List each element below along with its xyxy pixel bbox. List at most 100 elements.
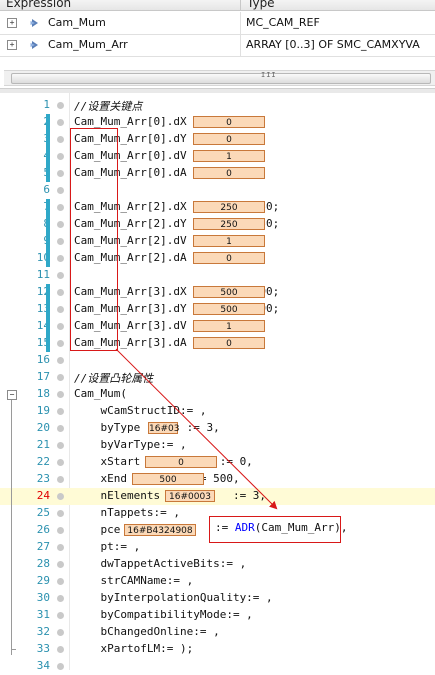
breakpoint-marker-icon[interactable] bbox=[57, 527, 64, 534]
breakpoint-marker-icon[interactable] bbox=[57, 646, 64, 653]
expand-icon[interactable]: + bbox=[7, 40, 17, 50]
breakpoint-marker-icon[interactable] bbox=[57, 238, 64, 245]
breakpoint-marker-icon[interactable] bbox=[57, 136, 64, 143]
breakpoint-marker-icon[interactable] bbox=[57, 425, 64, 432]
breakpoint-marker-icon[interactable] bbox=[57, 289, 64, 296]
online-value-overlay[interactable]: 0 bbox=[193, 133, 265, 145]
breakpoint-marker-icon[interactable] bbox=[57, 442, 64, 449]
breakpoint-marker-icon[interactable] bbox=[57, 102, 64, 109]
online-value-overlay[interactable]: 16#03 bbox=[148, 422, 180, 434]
breakpoint-marker-icon[interactable] bbox=[57, 221, 64, 228]
online-value-overlay[interactable]: 250 bbox=[193, 218, 265, 230]
code-editor[interactable]: 1//设置关键点2Cam_Mum_Arr[0].dX :=0;03Cam_Mum… bbox=[0, 93, 435, 672]
code-line[interactable]: 25 nTappets:= , bbox=[0, 505, 435, 522]
breakpoint-marker-icon[interactable] bbox=[57, 476, 64, 483]
breakpoint-marker-icon[interactable] bbox=[57, 119, 64, 126]
breakpoint-marker-icon[interactable] bbox=[57, 578, 64, 585]
breakpoint-marker-icon[interactable] bbox=[57, 170, 64, 177]
code-line[interactable]: 7Cam_Mum_Arr[2].dX :=250;250 bbox=[0, 199, 435, 216]
code-line[interactable]: 23 xEnd := 500,500 bbox=[0, 471, 435, 488]
code-line[interactable]: 21 byVarType:= , bbox=[0, 437, 435, 454]
line-number: 32 bbox=[36, 625, 50, 638]
online-value-overlay[interactable]: 0 bbox=[193, 337, 265, 349]
breakpoint-marker-icon[interactable] bbox=[57, 204, 64, 211]
breakpoint-marker-icon[interactable] bbox=[57, 255, 64, 262]
code-line[interactable]: 32 bChangedOnline:= , bbox=[0, 624, 435, 641]
type-column-header[interactable]: Type bbox=[247, 0, 275, 10]
breakpoint-marker-icon[interactable] bbox=[57, 153, 64, 160]
scrollbar-thumb[interactable] bbox=[11, 73, 431, 84]
online-value-overlay[interactable]: 0 bbox=[193, 116, 265, 128]
breakpoint-marker-icon[interactable] bbox=[57, 408, 64, 415]
fold-collapse-icon[interactable]: − bbox=[7, 390, 17, 400]
code-line[interactable]: 24 nElements := 3,16#0003 bbox=[0, 488, 435, 505]
breakpoint-marker-icon[interactable] bbox=[57, 629, 64, 636]
line-number: 22 bbox=[36, 455, 50, 468]
code-line[interactable]: 30 byInterpolationQuality:= , bbox=[0, 590, 435, 607]
breakpoint-marker-icon[interactable] bbox=[57, 391, 64, 398]
code-line[interactable]: 34 bbox=[0, 658, 435, 675]
online-value-overlay[interactable]: 1 bbox=[193, 235, 265, 247]
online-value-overlay[interactable]: 0 bbox=[193, 167, 265, 179]
online-value-overlay[interactable]: 250 bbox=[193, 201, 265, 213]
watch-row-cam-mum[interactable]: + Cam_Mum MC_CAM_REF bbox=[0, 12, 435, 35]
code-text: xStart := 0, bbox=[100, 455, 253, 468]
online-value-overlay[interactable]: 500 bbox=[193, 286, 265, 298]
code-text: nTappets:= , bbox=[74, 506, 180, 519]
code-line[interactable]: 22 xStart := 0,0 bbox=[0, 454, 435, 471]
watch-row-cam-mum-arr[interactable]: + Cam_Mum_Arr ARRAY [0..3] OF SMC_CAMXYV… bbox=[0, 34, 435, 57]
code-line[interactable]: 16 bbox=[0, 352, 435, 369]
code-line[interactable]: 28 dwTappetActiveBits:= , bbox=[0, 556, 435, 573]
breakpoint-marker-icon[interactable] bbox=[57, 306, 64, 313]
breakpoint-marker-icon[interactable] bbox=[57, 357, 64, 364]
code-line[interactable]: 31 byCompatibilityMode:= , bbox=[0, 607, 435, 624]
breakpoint-marker-icon[interactable] bbox=[57, 612, 64, 619]
breakpoint-marker-icon[interactable] bbox=[57, 323, 64, 330]
code-line[interactable]: 11 bbox=[0, 267, 435, 284]
breakpoint-marker-icon[interactable] bbox=[57, 663, 64, 670]
breakpoint-marker-icon[interactable] bbox=[57, 561, 64, 568]
online-value-overlay[interactable]: 16#B4324908 bbox=[124, 524, 196, 536]
expression-column-header[interactable]: Expression bbox=[6, 0, 72, 10]
code-line[interactable]: 1//设置关键点 bbox=[0, 97, 435, 114]
breakpoint-marker-icon[interactable] bbox=[57, 187, 64, 194]
code-line[interactable]: 17//设置凸轮属性 bbox=[0, 369, 435, 386]
breakpoint-marker-icon[interactable] bbox=[57, 595, 64, 602]
breakpoint-marker-icon[interactable] bbox=[57, 340, 64, 347]
online-value-overlay[interactable]: 500 bbox=[132, 473, 204, 485]
breakpoint-marker-icon[interactable] bbox=[57, 374, 64, 381]
online-value-overlay[interactable]: 1 bbox=[193, 150, 265, 162]
expand-icon[interactable]: + bbox=[7, 18, 17, 28]
code-line[interactable]: 29 strCAMName:= , bbox=[0, 573, 435, 590]
breakpoint-marker-icon[interactable] bbox=[57, 493, 64, 500]
code-line[interactable]: 27 pt:= , bbox=[0, 539, 435, 556]
online-value-overlay[interactable]: 0 bbox=[145, 456, 217, 468]
online-value-overlay[interactable]: 0 bbox=[193, 252, 265, 264]
code-line[interactable]: 33 xPartofLM:= ); bbox=[0, 641, 435, 658]
horizontal-scrollbar[interactable]: III bbox=[4, 70, 435, 86]
code-line[interactable]: 6 bbox=[0, 182, 435, 199]
code-line[interactable]: 19 wCamStructID:= , bbox=[0, 403, 435, 420]
breakpoint-marker-icon[interactable] bbox=[57, 272, 64, 279]
online-value-overlay[interactable]: 1 bbox=[193, 320, 265, 332]
online-value-overlay[interactable]: 16#0003 bbox=[165, 490, 215, 502]
breakpoint-marker-icon[interactable] bbox=[57, 510, 64, 517]
code-line[interactable]: 20 byType := 3,16#03 bbox=[0, 420, 435, 437]
code-line[interactable]: 9Cam_Mum_Arr[2].dV :=1;1 bbox=[0, 233, 435, 250]
online-value-overlay[interactable]: 500 bbox=[193, 303, 265, 315]
breakpoint-marker-icon[interactable] bbox=[57, 544, 64, 551]
breakpoint-marker-icon[interactable] bbox=[57, 459, 64, 466]
